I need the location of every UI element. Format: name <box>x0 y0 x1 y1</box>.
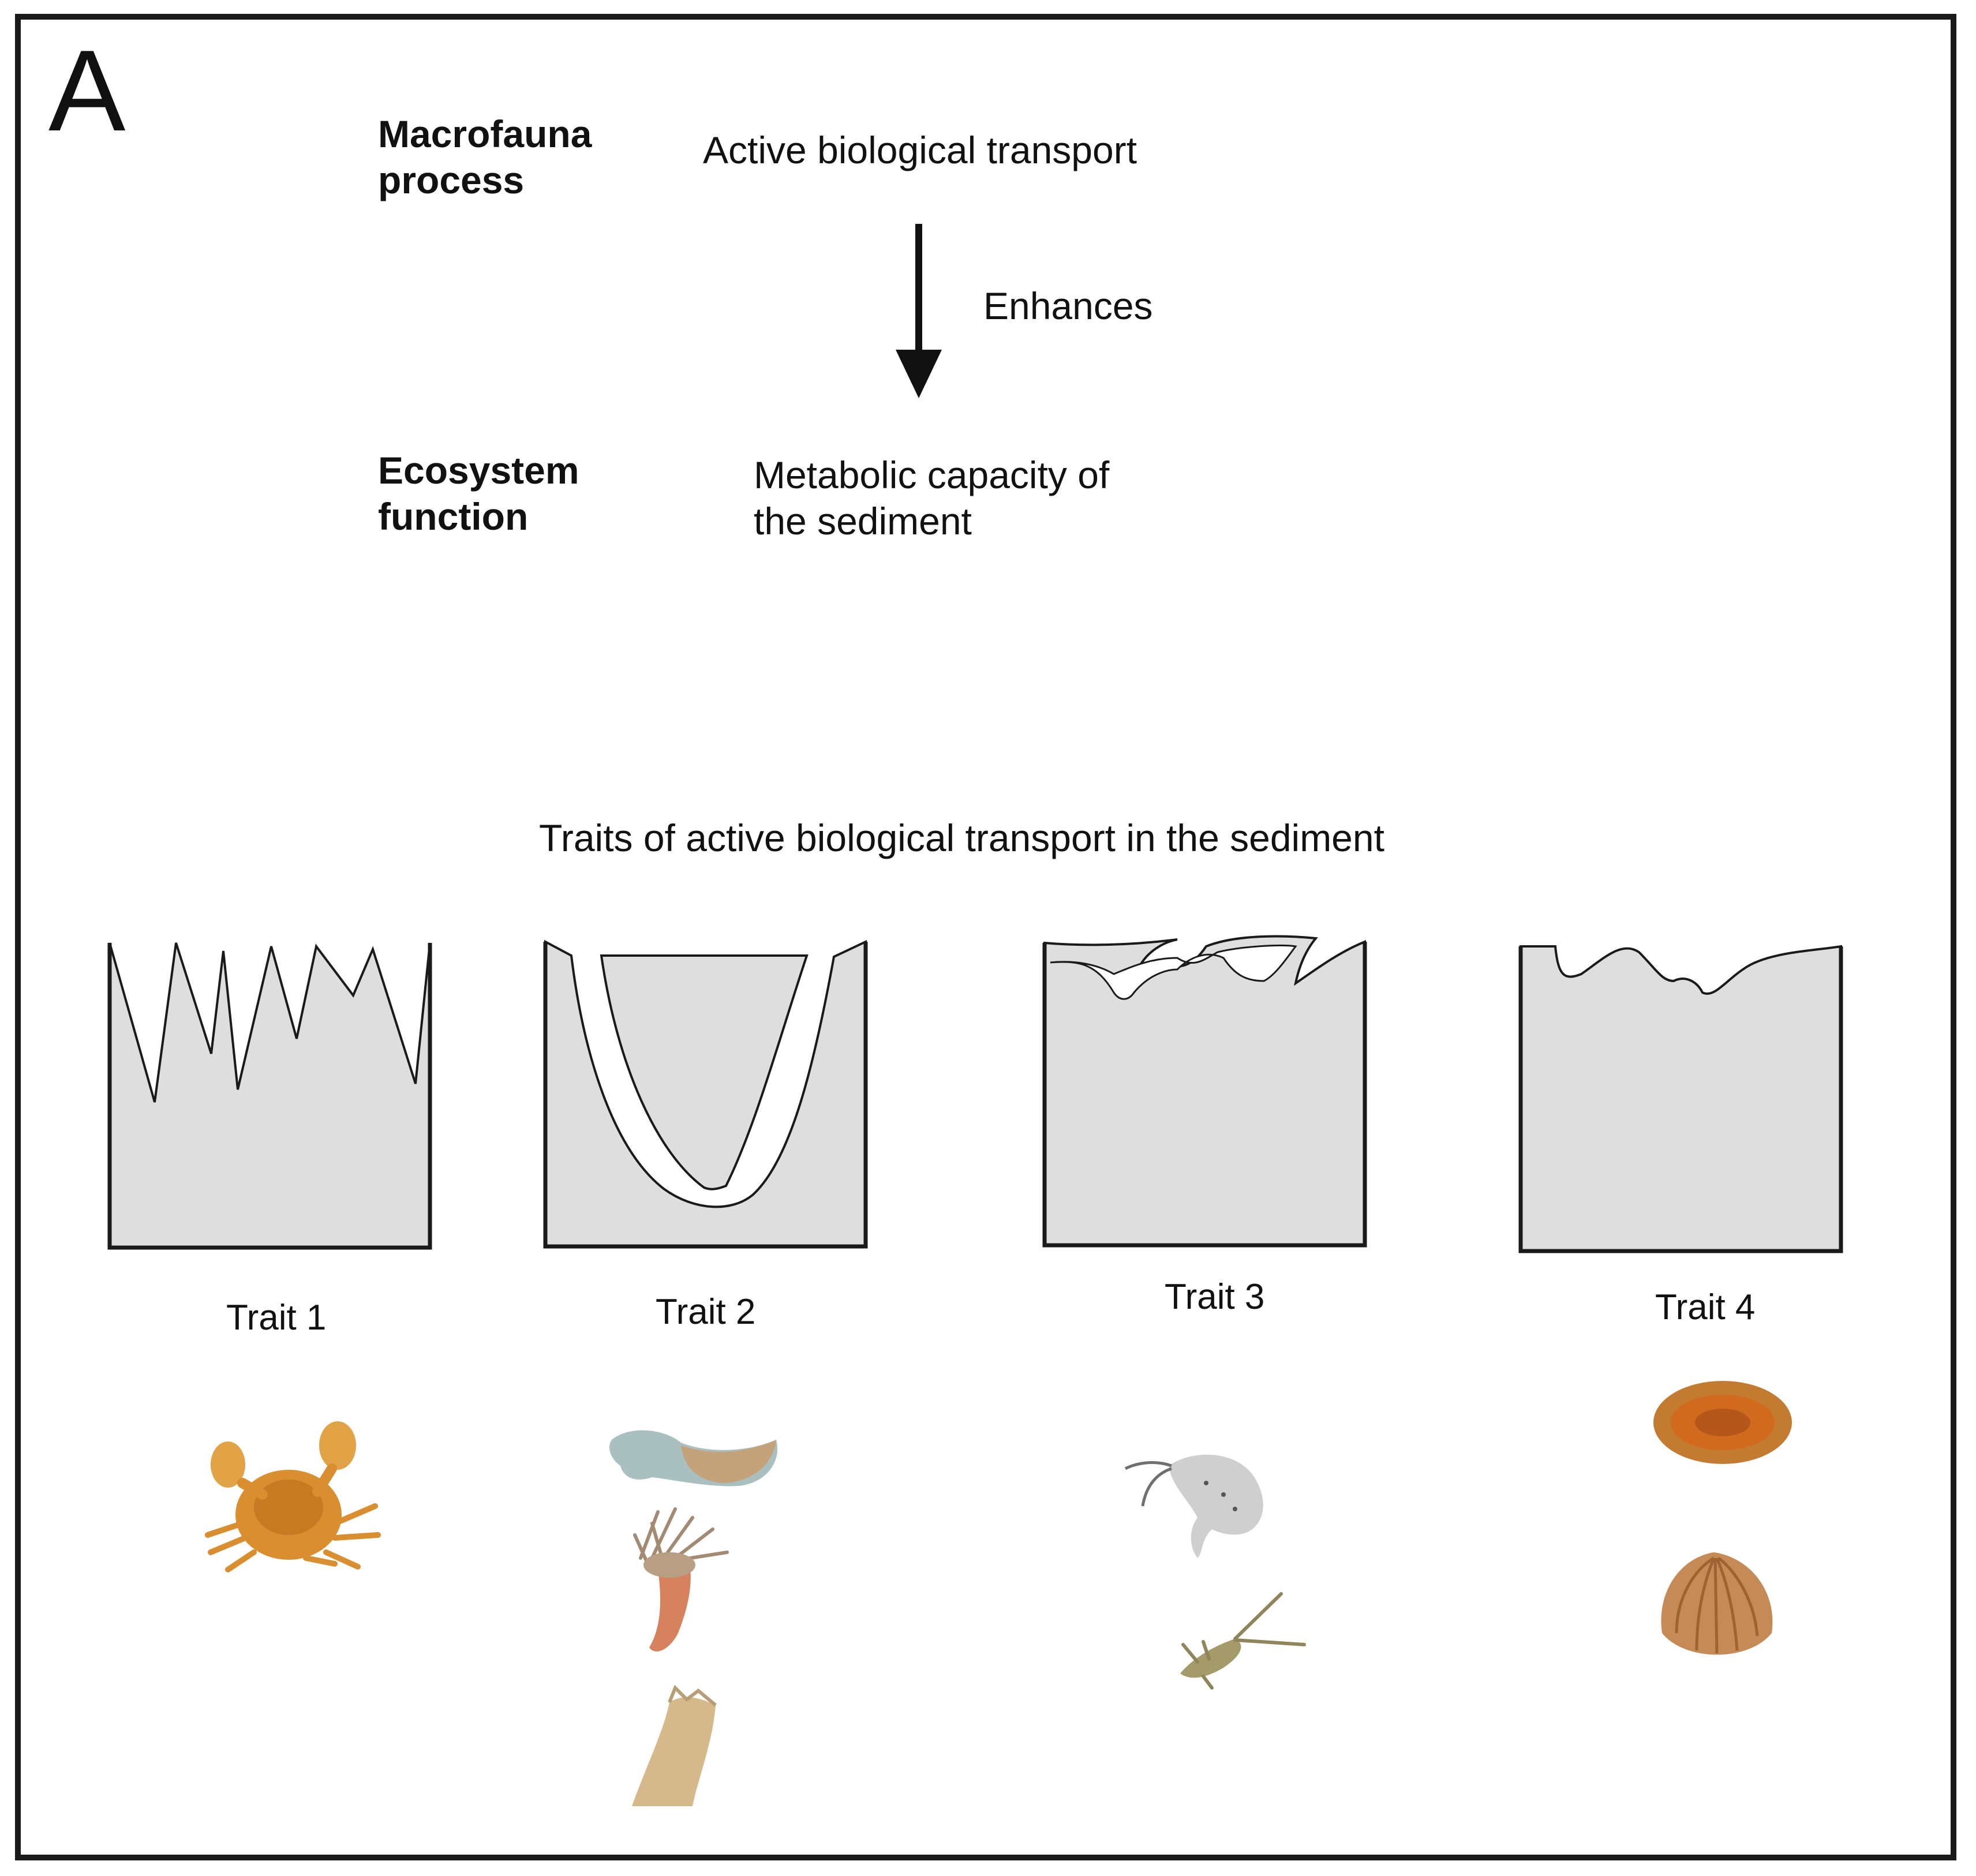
enhances-label: Enhances <box>983 284 1153 327</box>
function-value: Metabolic capacity of the sediment <box>754 454 1110 542</box>
process-value: Active biological transport <box>703 129 1137 171</box>
trait-3-sediment-box <box>1042 935 1367 1248</box>
worm-fragment-illustration <box>632 1684 717 1806</box>
trait-3-label: Trait 3 <box>1165 1277 1265 1317</box>
figure-frame <box>15 14 1956 1860</box>
traits-title: Traits of active biological transport in… <box>539 817 1384 859</box>
trait-1-sediment-box <box>107 942 432 1250</box>
bivalve-top-view-illustration <box>1653 1381 1792 1464</box>
panel-letter: A <box>48 27 126 155</box>
polychaete-worm-illustration <box>609 1430 778 1486</box>
trait-4-label: Trait 4 <box>1655 1287 1756 1327</box>
crab-illustration <box>205 1421 381 1572</box>
trait-1-label: Trait 1 <box>226 1298 327 1338</box>
trait-2-sediment-box <box>543 939 868 1249</box>
enhances-arrow <box>896 224 942 398</box>
isopod-illustration <box>1180 1592 1306 1690</box>
macrofauna-process-label: Macrofauna process <box>378 113 592 201</box>
amphipod-illustration <box>1124 1454 1263 1558</box>
tube-worm-illustration <box>633 1507 729 1652</box>
trait-2-label: Trait 2 <box>656 1292 756 1332</box>
cockle-shell-illustration <box>1661 1552 1773 1655</box>
ecosystem-function-label: Ecosystem function <box>378 449 579 538</box>
trait-4-sediment-box <box>1518 945 1843 1253</box>
